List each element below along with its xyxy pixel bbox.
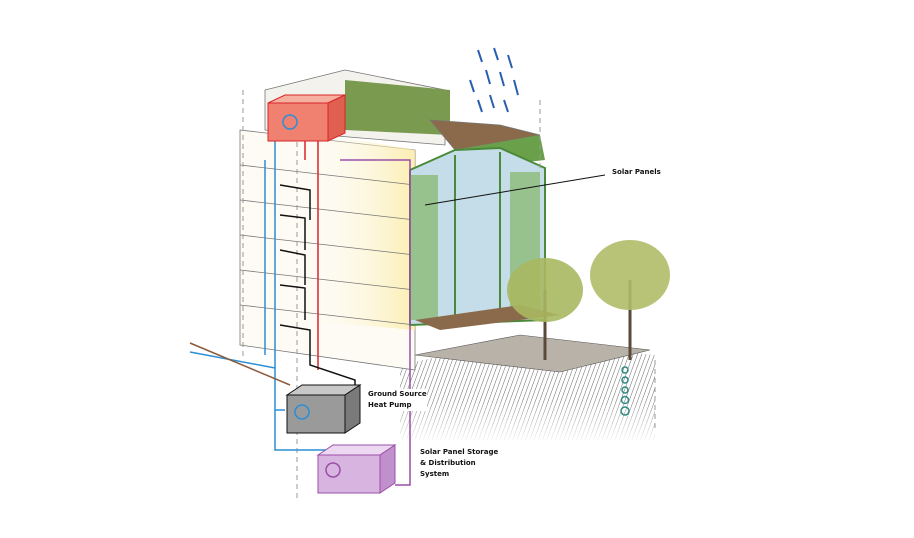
storage-label-line2: & Distribution (420, 459, 476, 467)
storage-box (316, 444, 397, 494)
return-pipe (189, 130, 330, 451)
geothermal-well-icon (620, 366, 630, 416)
heat-pump-box (285, 384, 362, 434)
storage-label-line1: Solar Panel Storage (420, 448, 499, 456)
storage-label-line3: System (420, 470, 450, 478)
solar-panels-leader (424, 174, 606, 206)
ground-section (400, 334, 655, 445)
storage-label: Solar Panel Storage & Distribution Syste… (420, 447, 498, 480)
cycle-icon (282, 114, 298, 130)
solar-panels-label: Solar Panels (612, 168, 661, 176)
supply-pipe (304, 110, 319, 370)
tree-icon (507, 258, 583, 360)
ground-loop-pipe (189, 342, 291, 386)
tree-icon (590, 240, 670, 360)
rain-icon (469, 47, 519, 113)
rooftop-unit (267, 94, 346, 142)
heat-pump-label: Ground Source Heat Pump (368, 389, 427, 411)
cycle-icon (294, 404, 310, 420)
cycle-icon (325, 462, 341, 478)
heat-pump-label-line1: Ground Source (368, 390, 427, 398)
heat-pump-label-line2: Heat Pump (368, 401, 412, 409)
